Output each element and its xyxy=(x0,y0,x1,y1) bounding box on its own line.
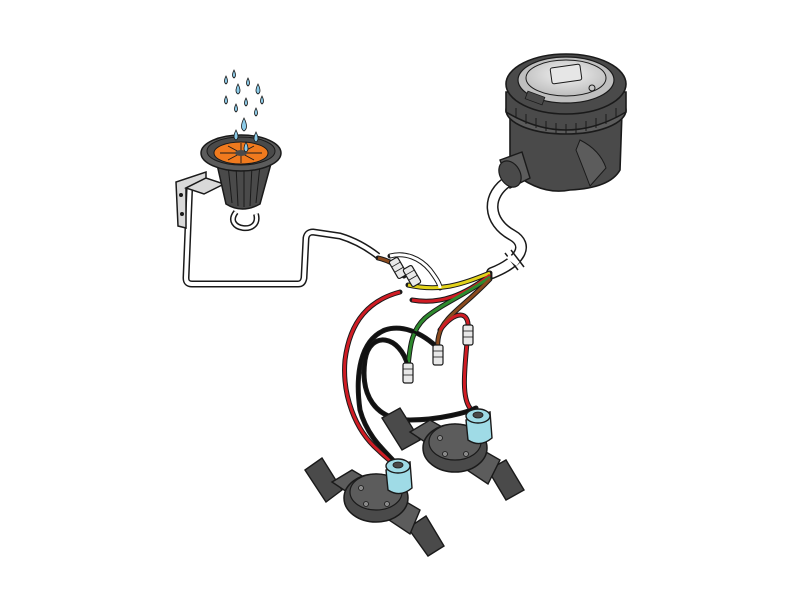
solenoid-valve-icon xyxy=(304,457,445,557)
cable-break-icon xyxy=(504,249,525,271)
wire-nut-icon xyxy=(388,256,408,280)
cable-from-sensor xyxy=(182,177,381,288)
wire-connectors xyxy=(388,256,474,384)
battery-controller xyxy=(498,53,627,192)
wire-nut-icon xyxy=(402,362,414,384)
solenoid-valve-icon xyxy=(381,407,525,501)
valve-front xyxy=(304,457,445,557)
rain-sensor-icon xyxy=(200,134,282,210)
cable-from-controller xyxy=(486,174,527,279)
wire-nut-icon xyxy=(462,324,474,346)
wire-nut-icon xyxy=(432,344,444,366)
battery-controller-icon xyxy=(498,53,627,192)
rain-sensor xyxy=(175,69,282,229)
valve-back xyxy=(381,407,525,501)
sensor-bracket xyxy=(175,170,226,229)
water-drop-icon xyxy=(224,69,264,153)
wire-nut-icon xyxy=(402,264,422,288)
